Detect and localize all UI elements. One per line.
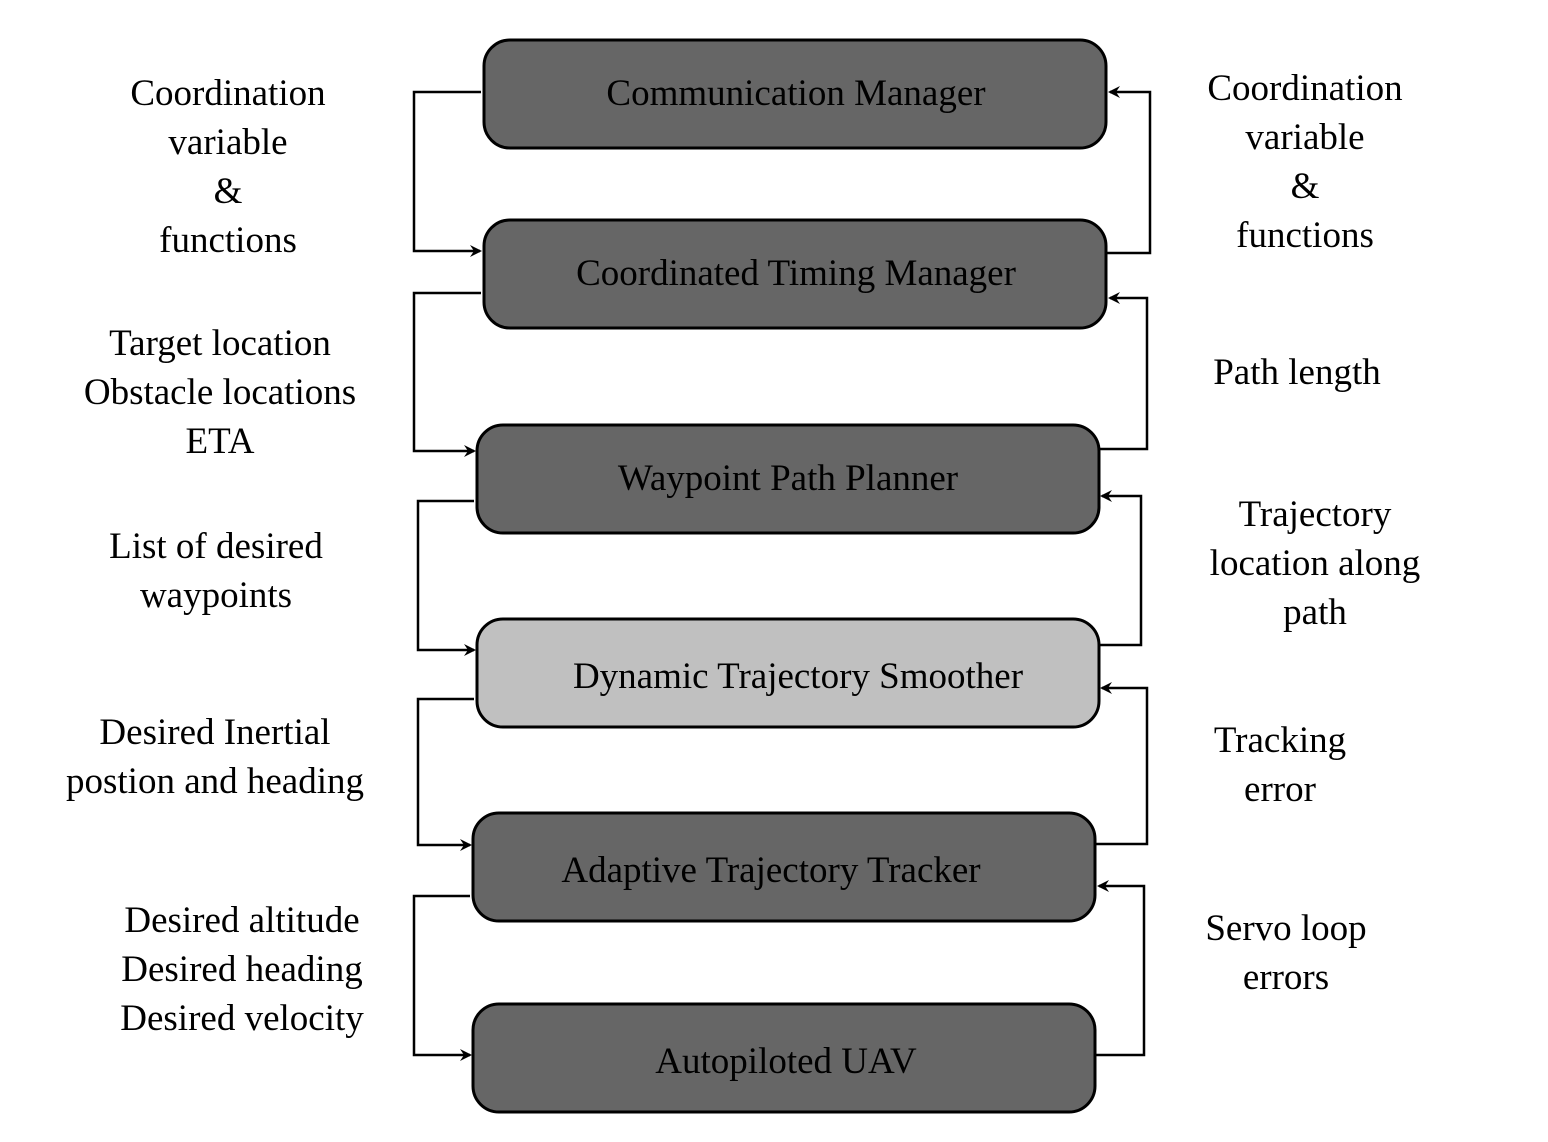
label-line: waypoints [139, 575, 293, 616]
block-label: Autopiloted UAV [655, 1041, 917, 1082]
label-line: Desired altitude [124, 900, 360, 941]
left-label-waypoints: List of desired waypoints [66, 522, 366, 620]
connector-left-3 [416, 499, 476, 656]
connector-right-1 [1106, 86, 1152, 255]
label-line: location along [1209, 543, 1421, 584]
label-line: functions [159, 220, 297, 261]
block-label: Waypoint Path Planner [618, 458, 958, 499]
block-label: Adaptive Trajectory Tracker [561, 850, 980, 891]
label-line: Obstacle locations [83, 372, 357, 413]
block-dynamic-trajectory-smoother: Dynamic Trajectory Smoother [475, 617, 1101, 729]
block-label: Communication Manager [606, 73, 985, 114]
label-line: & [213, 171, 243, 212]
label-line: functions [1236, 215, 1374, 256]
label-line: ETA [185, 421, 255, 462]
left-label-inertial-position: Desired Inertial postion and heading [40, 708, 390, 806]
label-line: variable [168, 122, 288, 163]
block-coordinated-timing-manager: Coordinated Timing Manager [482, 218, 1108, 330]
block-autopiloted-uav: Autopiloted UAV [471, 1002, 1097, 1114]
connector-left-1 [412, 90, 482, 257]
label-line: error [1244, 769, 1316, 810]
right-label-trajectory-location: Trajectory location along path [1180, 490, 1450, 637]
label-line: Tracking [1213, 720, 1347, 761]
right-label-tracking-error: Tracking error [1160, 716, 1400, 814]
label-line: Path length [1213, 352, 1381, 393]
label-line: Coordination [130, 73, 326, 114]
label-line: Desired Inertial [99, 712, 331, 753]
connector-left-2 [412, 291, 481, 457]
connector-right-4 [1095, 682, 1149, 846]
block-communication-manager: Communication Manager [482, 38, 1108, 150]
label-line: errors [1242, 957, 1330, 998]
connector-right-3 [1099, 490, 1143, 647]
label-line: Desired velocity [120, 998, 364, 1039]
left-label-coordination: Coordination variable & functions [103, 69, 353, 265]
connector-right-5 [1095, 880, 1146, 1057]
left-label-desired-commands: Desired altitude Desired heading Desired… [92, 896, 392, 1043]
label-line: Target location [109, 323, 331, 364]
label-line: Desired heading [121, 949, 363, 990]
label-line: & [1290, 166, 1320, 207]
right-label-coordination: Coordination variable & functions [1180, 64, 1430, 260]
label-line: path [1283, 592, 1347, 633]
left-label-target-location: Target location Obstacle locations ETA [45, 319, 395, 466]
connector-right-2 [1099, 292, 1149, 451]
label-line: Trajectory [1238, 494, 1392, 535]
block-label: Dynamic Trajectory Smoother [573, 656, 1023, 697]
connector-left-5 [412, 894, 472, 1061]
block-label: Coordinated Timing Manager [576, 253, 1016, 294]
label-line: Coordination [1207, 68, 1403, 109]
right-label-path-length: Path length [1172, 348, 1422, 397]
right-label-servo-errors: Servo loop errors [1161, 904, 1411, 1002]
label-line: postion and heading [65, 761, 364, 802]
label-line: Servo loop [1205, 908, 1367, 949]
label-line: variable [1245, 117, 1365, 158]
connector-left-4 [416, 697, 474, 851]
block-waypoint-path-planner: Waypoint Path Planner [475, 423, 1101, 535]
block-adaptive-trajectory-tracker: Adaptive Trajectory Tracker [471, 811, 1097, 923]
label-line: List of desired [109, 526, 323, 567]
